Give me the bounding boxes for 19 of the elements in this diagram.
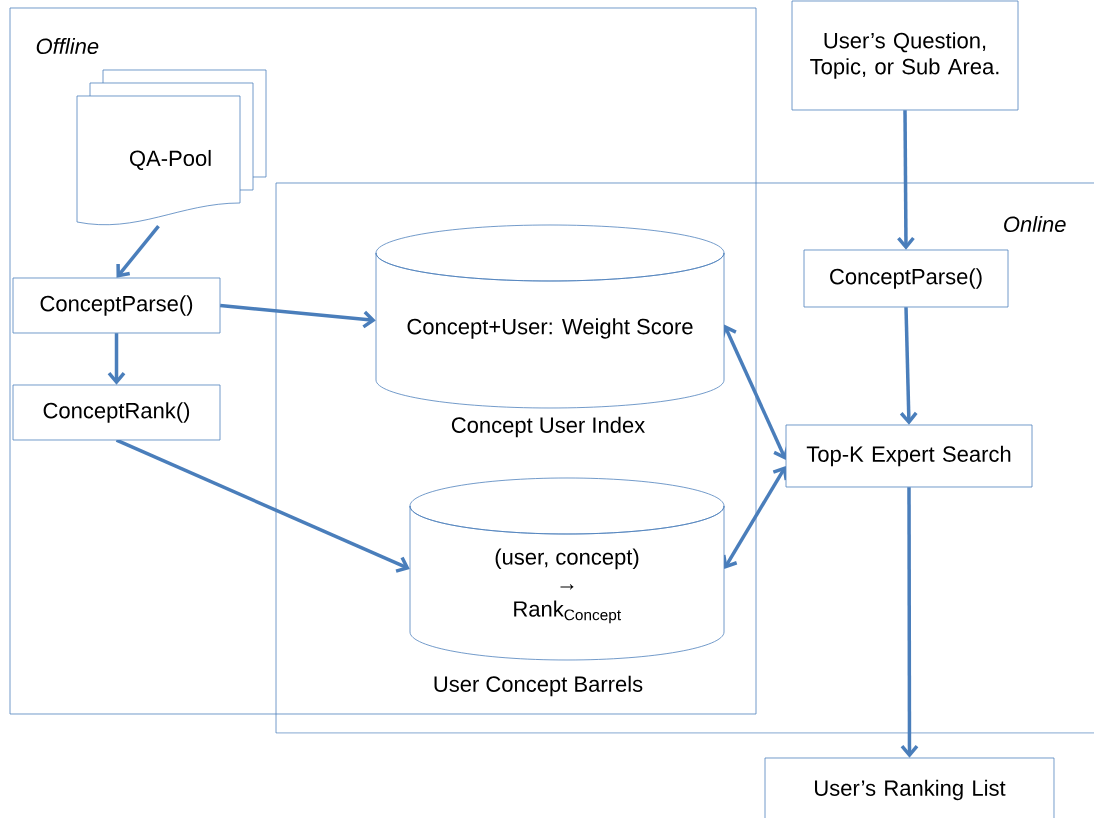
arrow xyxy=(900,487,919,758)
process-box: ConceptRank() xyxy=(12,384,221,441)
arrow xyxy=(107,333,126,385)
node-label: User Concept Barrels xyxy=(434,675,643,697)
process-box: Top-K Expert Search xyxy=(785,424,1033,488)
arrow xyxy=(115,438,410,573)
process-box: User’s Question, Topic, or Sub Area. xyxy=(791,0,1019,111)
arrow xyxy=(116,225,160,278)
arrow xyxy=(220,303,376,329)
document-stack: QA-Pool xyxy=(76,69,267,226)
process-box: User’s Ranking List xyxy=(764,757,1055,818)
process-box: ConceptParse() xyxy=(12,277,221,334)
database-cylinder: Concept+User: Weight Score Concept User Index xyxy=(375,224,725,438)
arrow xyxy=(722,466,788,569)
arrow xyxy=(897,110,915,250)
process-box: ConceptParse() xyxy=(803,249,1009,308)
node-label: Concept User Index xyxy=(451,416,645,438)
arrow xyxy=(899,307,918,425)
database-cylinder: (user, concept) → Rank$_{Concept}$ User Concept Barrels xyxy=(409,477,725,697)
